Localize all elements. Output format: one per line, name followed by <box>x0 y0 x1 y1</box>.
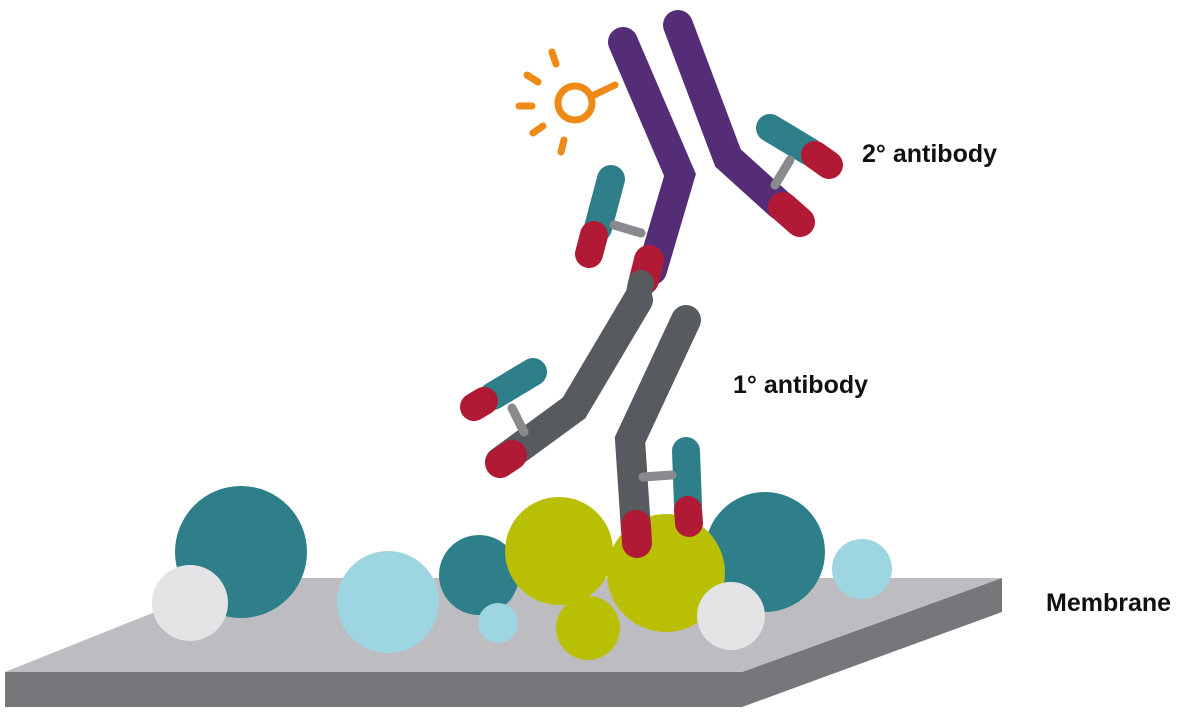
primary-light-chain-left-red <box>460 387 498 421</box>
hinge-link <box>625 270 654 311</box>
label-ring <box>554 82 596 124</box>
antigen-lime-small <box>556 596 620 660</box>
primary-light-chain-left-teal <box>479 358 547 410</box>
primary-antibody-label: 1° antibody <box>733 371 869 399</box>
protein-lightblue-large <box>337 551 439 653</box>
primary-light-chain-right-red <box>674 496 703 537</box>
primary-light-chain-right-teal <box>672 437 702 519</box>
primary-disulfide-right <box>638 470 677 482</box>
membrane-label: Membrane <box>1046 589 1172 617</box>
secondary-disulfide-left <box>609 220 646 238</box>
membrane-side-face <box>742 578 1002 707</box>
sun-ray <box>529 122 547 137</box>
primary-disulfide-left <box>507 403 529 437</box>
protein-pale-left <box>152 565 228 641</box>
protein-lightblue-small <box>478 603 518 643</box>
protein-lightblue-right <box>832 539 892 599</box>
primary-antibody <box>460 285 703 558</box>
secondary-heavy-chain-left <box>608 27 696 285</box>
secondary-antibody <box>575 10 843 311</box>
sun-ray <box>557 136 568 156</box>
secondary-light-chain-right-red <box>801 141 843 179</box>
primary-heavy-tip-right <box>621 510 652 558</box>
sun-ray <box>548 48 560 68</box>
primary-heavy-chain-right <box>614 305 701 545</box>
protein-teal-right <box>705 492 825 612</box>
membrane-proteins <box>152 486 892 660</box>
sun-icon <box>515 48 619 156</box>
primary-heavy-tip-left <box>485 440 527 478</box>
protein-pale-right <box>697 582 765 650</box>
secondary-heavy-tip-right <box>768 192 815 237</box>
sun-ray <box>523 71 542 86</box>
primary-heavy-chain-left <box>485 285 653 477</box>
label-tether <box>590 81 619 99</box>
secondary-heavy-chain-right <box>663 10 795 220</box>
secondary-disulfide-right <box>770 155 795 190</box>
secondary-light-chain-left-red <box>575 221 608 268</box>
secondary-light-chain-left-teal <box>584 165 625 242</box>
antigen-lime-left <box>505 497 613 605</box>
secondary-antibody-label: 2° antibody <box>862 140 998 168</box>
membrane-front-face <box>5 672 742 707</box>
protein-teal-mid <box>439 535 519 615</box>
